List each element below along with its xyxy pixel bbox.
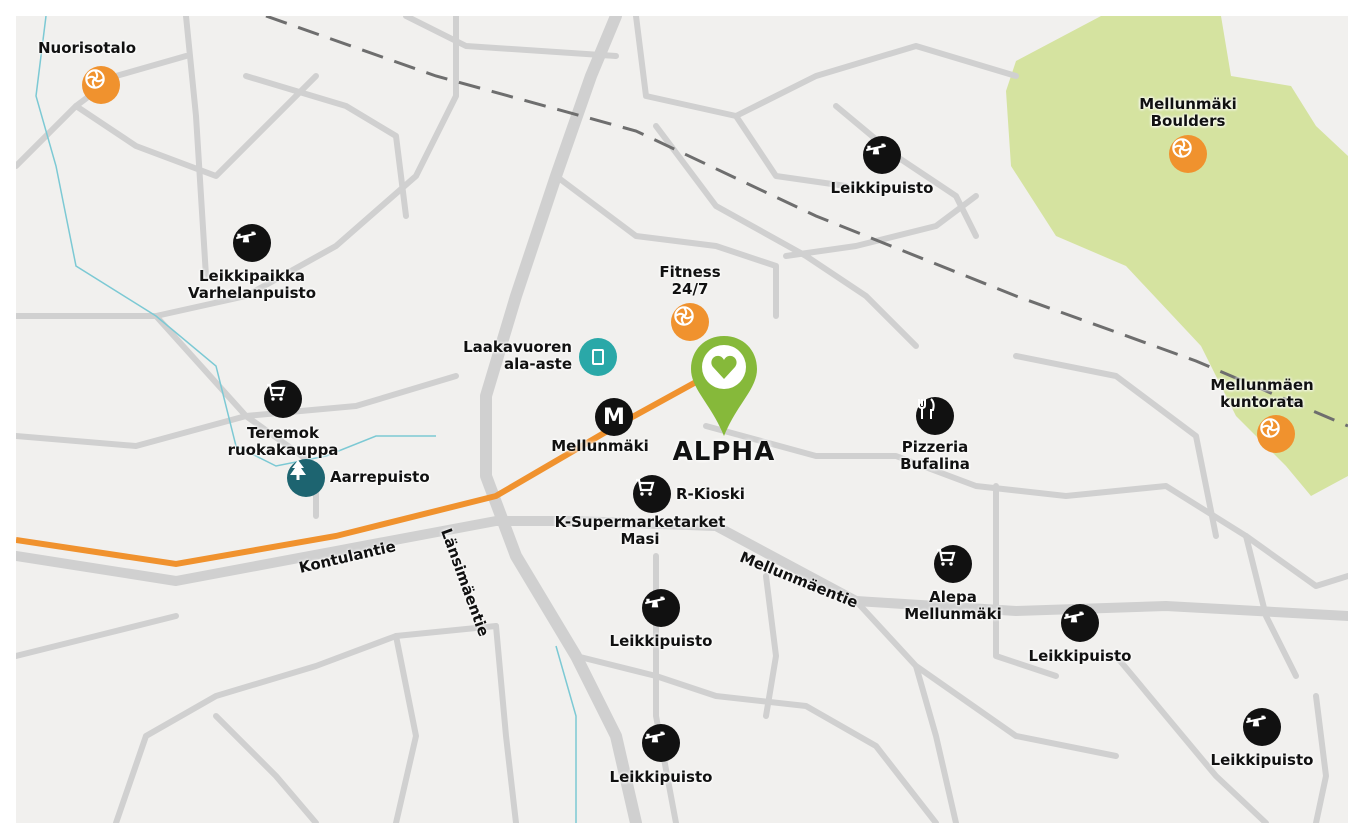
poi-label-nuorisotalo: Nuorisotalo: [37, 39, 137, 57]
label-line: Fitness: [659, 263, 721, 281]
sports-icon[interactable]: [1257, 415, 1295, 453]
label-line: Mellunmäki: [1139, 95, 1237, 113]
sports-icon[interactable]: [82, 66, 120, 104]
label-line: Bufalina: [900, 455, 970, 473]
poi-label-leikkipuisto: Leikkipuisto: [1210, 751, 1314, 769]
label-line: Leikkipaikka: [198, 267, 306, 285]
road-network: [16, 16, 1348, 823]
label-line: 24/7: [671, 280, 709, 298]
label-line: ala-aste: [503, 355, 572, 373]
label-line: K-Supermarketarket: [554, 513, 726, 531]
label-line: Varhelanpuisto: [187, 284, 317, 302]
playground-icon[interactable]: [1061, 604, 1099, 642]
label-line: ruokakauppa: [227, 441, 339, 459]
poi-label-leikkipuisto: Leikkipuisto: [609, 768, 713, 786]
sports-icon[interactable]: [1169, 135, 1207, 173]
cart-icon[interactable]: [934, 545, 972, 583]
poi-label-metro: Mellunmäki: [551, 437, 649, 455]
destination-label: ALPHA: [672, 437, 776, 467]
sports-icon[interactable]: [671, 303, 709, 341]
book-icon[interactable]: [579, 338, 617, 376]
poi-label-leikkipuisto: Leikkipuisto: [830, 179, 934, 197]
heart-pin-icon[interactable]: [689, 334, 759, 438]
cart-icon[interactable]: [633, 475, 671, 513]
park-area: [1006, 16, 1348, 496]
label-line: Alepa: [929, 588, 977, 606]
label-line: Masi: [620, 530, 660, 548]
label-line: Pizzeria: [901, 438, 969, 456]
playground-icon[interactable]: [642, 589, 680, 627]
label-line: Mellunmäen: [1210, 376, 1314, 394]
label-line: kuntorata: [1220, 393, 1304, 411]
label-line: Boulders: [1150, 112, 1226, 130]
playground-icon[interactable]: [863, 136, 901, 174]
label-line: Mellunmäki: [904, 605, 1002, 623]
label-line: Laakavuoren: [463, 338, 572, 356]
fork-knife-icon[interactable]: [916, 397, 954, 435]
poi-label-leikkipuisto: Leikkipuisto: [609, 632, 713, 650]
cart-icon[interactable]: [264, 380, 302, 418]
poi-label-aarrepuisto: Aarrepuisto: [330, 468, 430, 486]
metro-glyph: M: [603, 404, 625, 430]
playground-icon[interactable]: [1243, 708, 1281, 746]
label-line: Teremok: [247, 424, 319, 442]
tree-icon[interactable]: [287, 459, 325, 497]
poi-label-leikkipuisto: Leikkipuisto: [1028, 647, 1132, 665]
playground-icon[interactable]: [642, 724, 680, 762]
playground-icon[interactable]: [233, 224, 271, 262]
poi-label-rkioski: R-Kioski: [676, 485, 745, 503]
metro-icon[interactable]: M: [595, 398, 633, 436]
